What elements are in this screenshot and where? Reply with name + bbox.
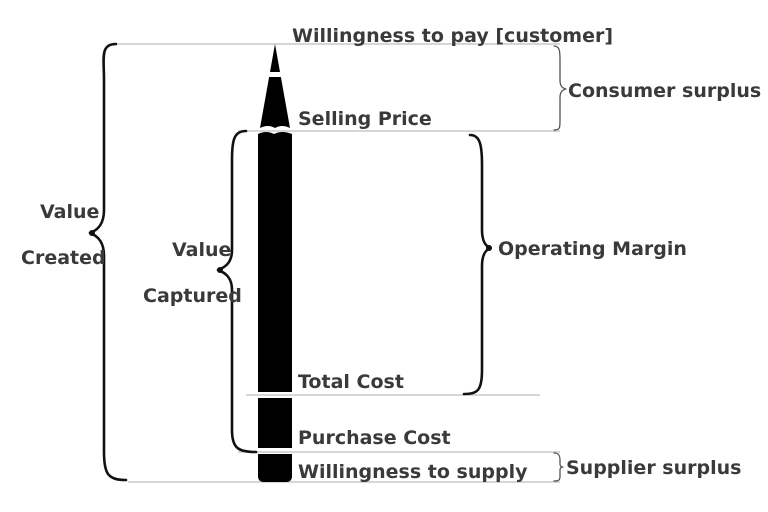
label-willingness-to-pay: Willingness to pay [customer]: [292, 25, 613, 47]
consumer-surplus-brace: [553, 45, 567, 131]
label-value-created-line2: Created: [21, 247, 106, 269]
pencil-body-cost: [258, 398, 292, 448]
label-purchase-cost: Purchase Cost: [298, 427, 451, 449]
label-value-created-line1: Value: [40, 201, 99, 223]
pencil-body-purchase: [258, 454, 292, 482]
pencil-tip: [260, 44, 290, 128]
operating-margin-brace: [462, 133, 492, 396]
value-stick-pencil: [258, 44, 292, 482]
pencil-tip-band: [267, 72, 283, 77]
label-value-captured-line2: Captured: [143, 285, 242, 307]
label-value-captured-line1: Value: [172, 239, 231, 261]
label-operating-margin: Operating Margin: [498, 238, 687, 260]
label-selling-price: Selling Price: [298, 108, 432, 130]
supplier-surplus-brace: [553, 452, 564, 482]
value-created-brace-point: [89, 230, 95, 236]
label-total-cost: Total Cost: [298, 371, 404, 393]
pencil-body-margin: [258, 132, 292, 392]
operating-margin-brace-point: [486, 245, 492, 251]
label-supplier-surplus: Supplier surplus: [566, 457, 741, 479]
label-willingness-to-supply: Willingness to supply: [298, 461, 528, 483]
value-captured-brace-point: [217, 267, 223, 273]
label-consumer-surplus: Consumer surplus: [568, 80, 761, 102]
